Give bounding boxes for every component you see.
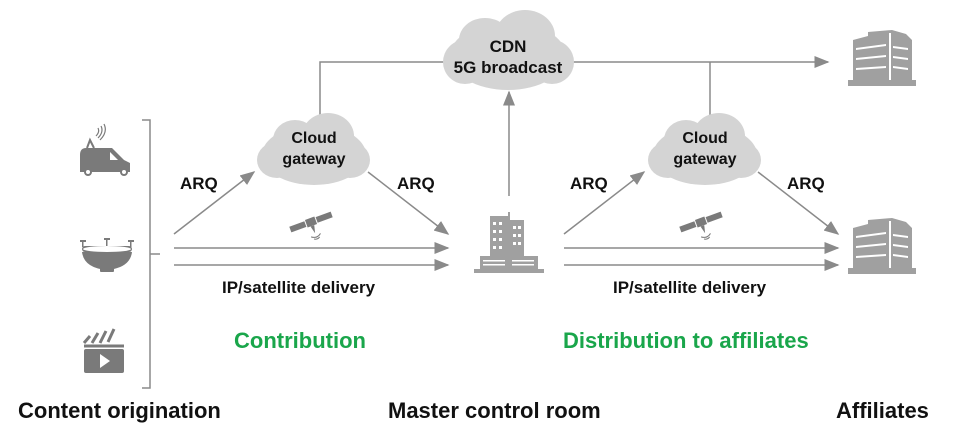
- content-origination-label: Content origination: [18, 398, 221, 423]
- delivery-label-left: IP/satellite delivery: [222, 278, 376, 297]
- arrow-gateway-left-to-mcr: [367, 171, 450, 235]
- delivery-label-right: IP/satellite delivery: [613, 278, 767, 297]
- gateway-right-line2: gateway: [673, 151, 737, 168]
- gateway-left-cloud: [257, 113, 370, 185]
- arq-label: ARQ: [787, 174, 825, 193]
- stadium-icon: [80, 238, 134, 272]
- arrow-gateway-right-to-affiliate: [757, 171, 840, 235]
- gateway-left-line1: Cloud: [291, 130, 337, 147]
- gateway-left-label: Cloud gateway: [264, 128, 364, 170]
- satellite-icon: [289, 211, 333, 240]
- master-control-room-label: Master control room: [388, 398, 601, 423]
- gateway-right-label: Cloud gateway: [655, 128, 755, 170]
- gateway-left-line2: gateway: [282, 151, 346, 168]
- cdn-cloud-label: CDN 5G broadcast: [448, 36, 568, 78]
- arrow-to-gateway-left: [173, 171, 256, 235]
- arq-label: ARQ: [397, 174, 435, 193]
- clapperboard-icon: [82, 328, 124, 373]
- arq-label: ARQ: [180, 174, 218, 193]
- office-tower-icon: [474, 212, 544, 273]
- building-icon: [848, 218, 916, 274]
- building-icon: [848, 30, 916, 86]
- arq-label: ARQ: [570, 174, 608, 193]
- arrow-to-gateway-right: [563, 171, 646, 235]
- gateway-right-line1: Cloud: [682, 130, 728, 147]
- cdn-label: CDN: [489, 37, 527, 56]
- distribution-phase-label: Distribution to affiliates: [563, 328, 809, 353]
- gateway-right-cloud: [648, 113, 761, 185]
- affiliates-label: Affiliates: [836, 398, 929, 423]
- broadcast-van-icon: [80, 123, 130, 176]
- satellite-icon: [679, 211, 723, 240]
- origination-bracket: [142, 119, 160, 389]
- 5g-broadcast-label: 5G broadcast: [453, 58, 563, 77]
- cdn-cloud: [443, 10, 574, 90]
- cdn-bus-line: [319, 56, 830, 124]
- contribution-phase-label: Contribution: [234, 328, 366, 353]
